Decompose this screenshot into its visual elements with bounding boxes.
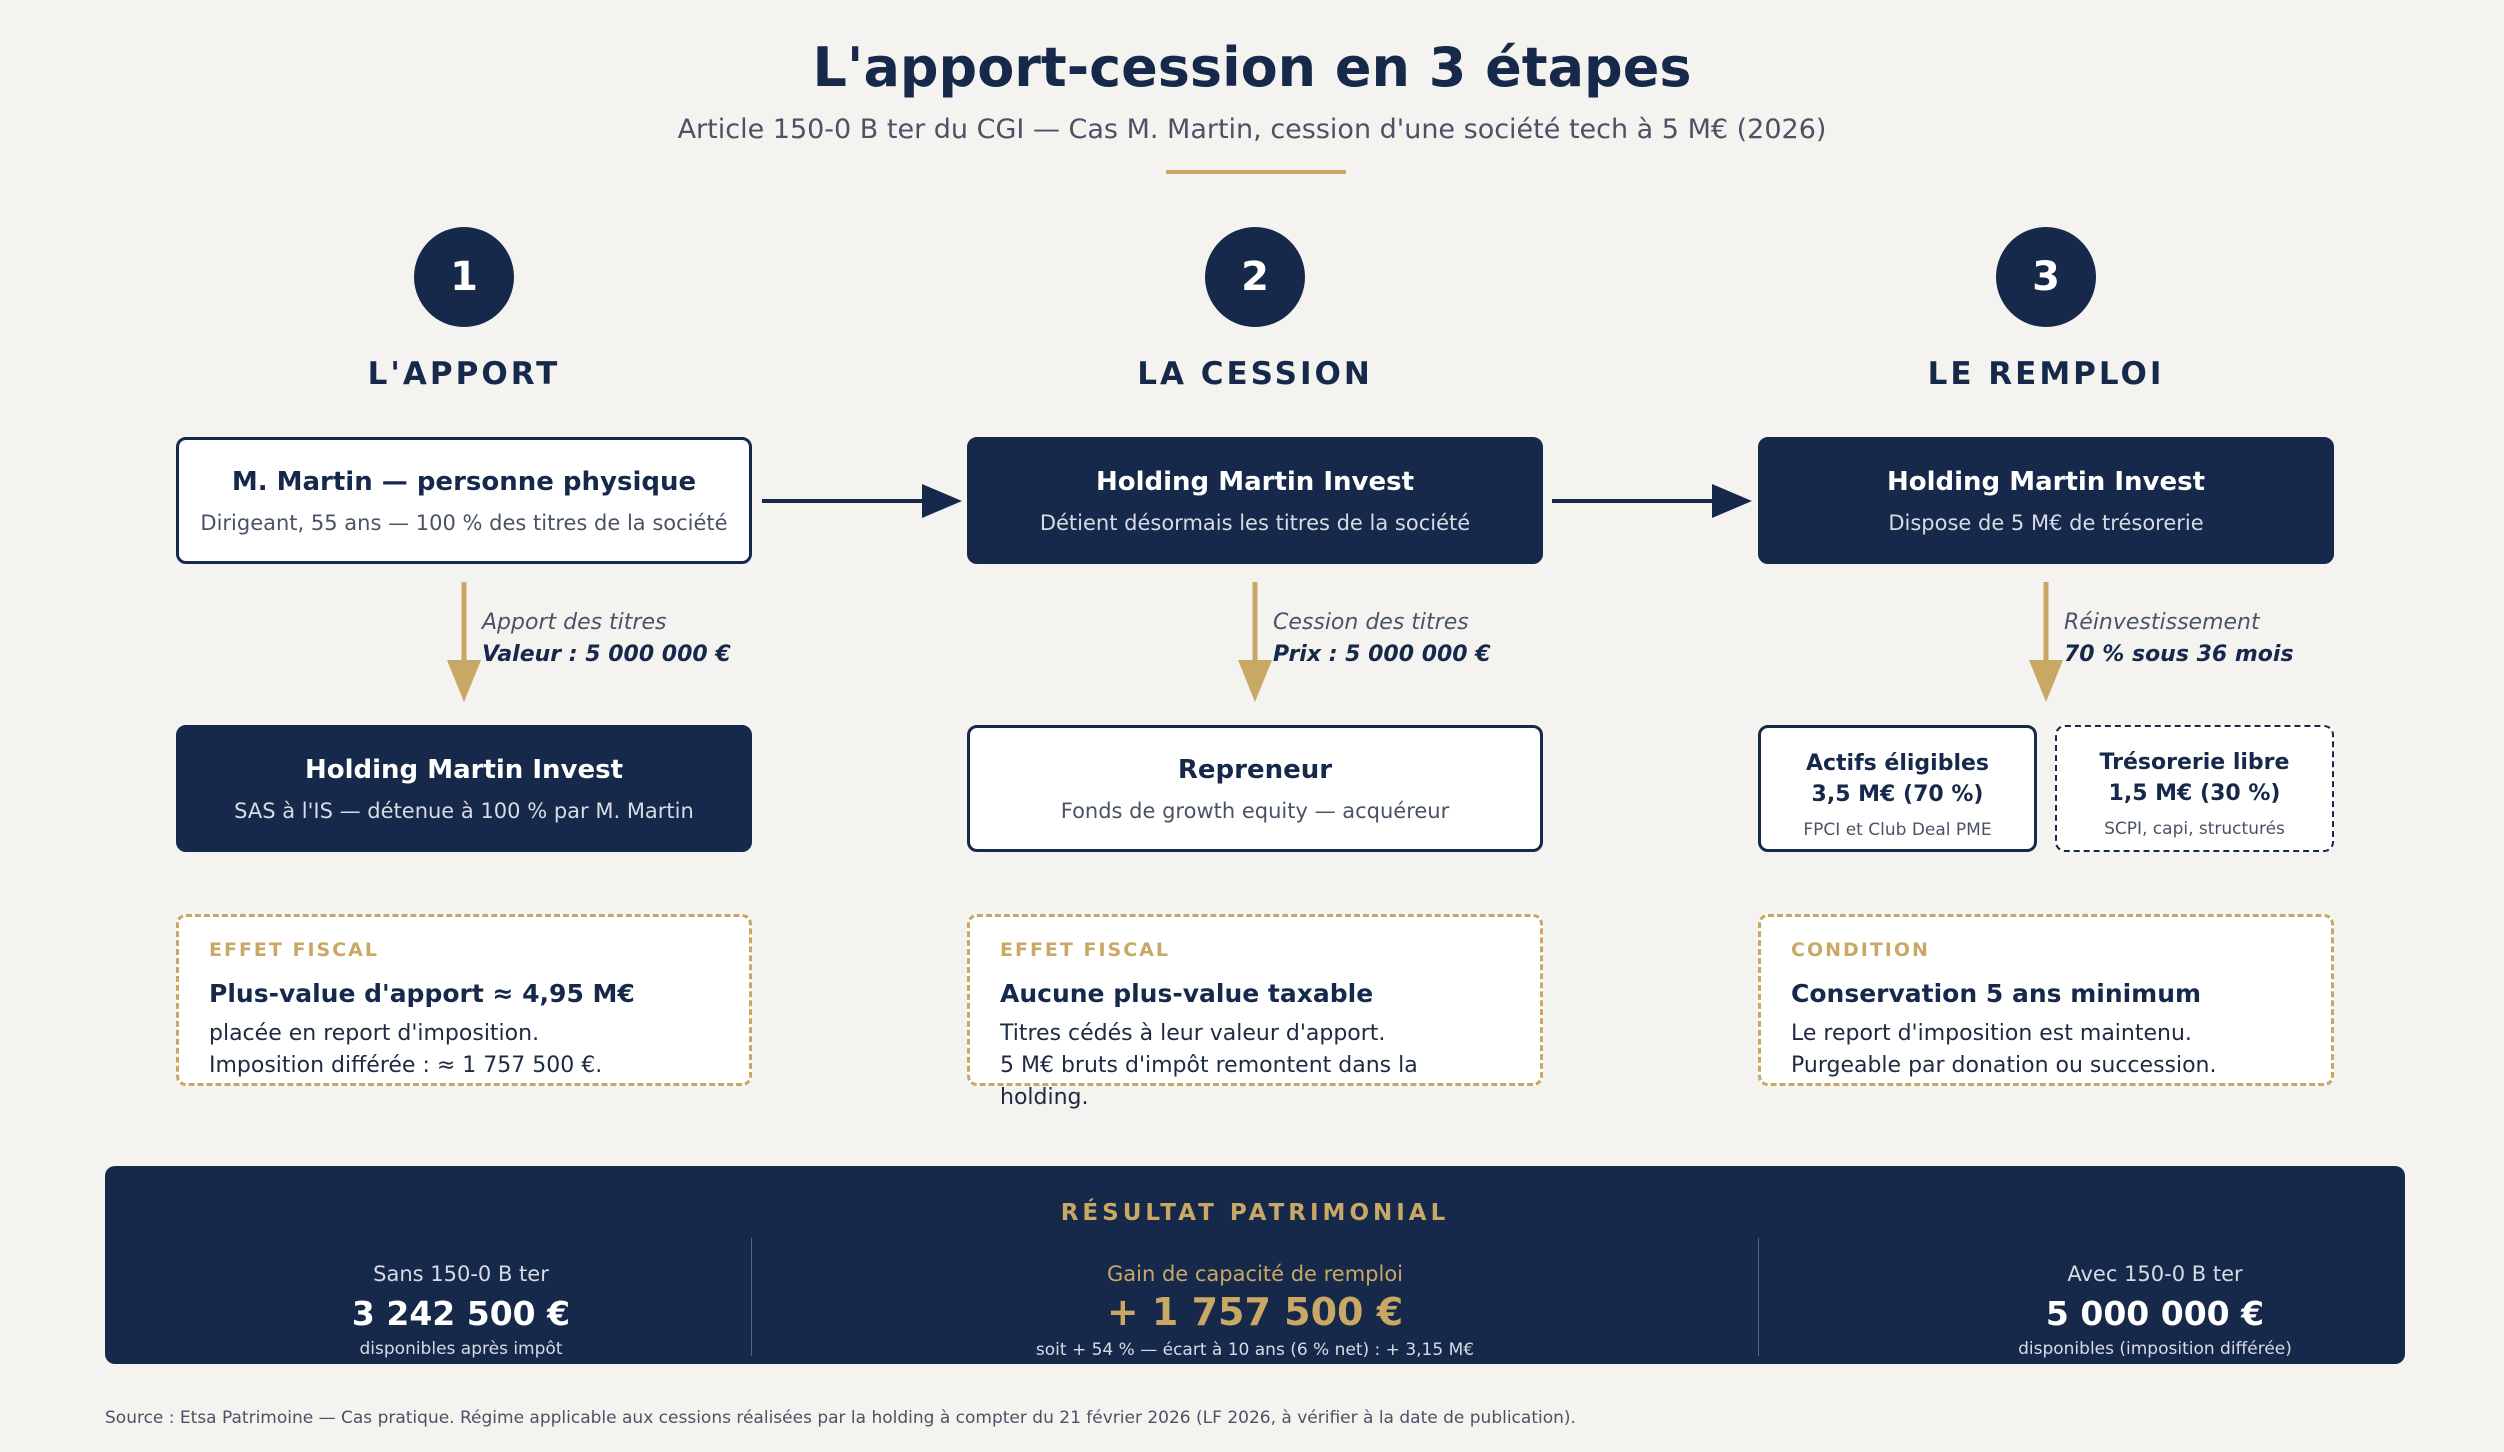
box-title: M. Martin — personne physique xyxy=(231,466,697,497)
split-box-note: SCPI, capi, structurés xyxy=(2104,819,2285,839)
arrow-label-step-1: Apport des titres Valeur : 5 000 000 € xyxy=(482,607,731,671)
box-title: Repreneur xyxy=(1177,754,1333,785)
result-without-regime: Sans 150-0 B ter 3 242 500 € disponibles… xyxy=(165,1262,757,1359)
split-box-amount: 3,5 M€ (70 %) xyxy=(1811,782,1984,807)
effect-kicker: CONDITION xyxy=(1791,939,1930,961)
box-m-martin: M. Martin — personne physique Dirigeant,… xyxy=(176,437,752,564)
step-title-1: L'APPORT xyxy=(367,356,561,392)
down-arrow-step-2 xyxy=(1238,582,1272,702)
box-subtitle: Dirigeant, 55 ans — 100 % des titres de … xyxy=(200,510,728,535)
result-label: Gain de capacité de remploi xyxy=(1106,1262,1404,1286)
box-title: Holding Martin Invest xyxy=(1886,466,2206,497)
title-divider xyxy=(1166,170,1346,174)
result-note: disponibles après impôt xyxy=(359,1339,563,1359)
arrow-label-step-2: Cession des titres Prix : 5 000 000 € xyxy=(1273,607,1491,671)
split-box-note: FPCI et Club Deal PME xyxy=(1803,820,1992,840)
page-title: L'apport-cession en 3 étapes xyxy=(812,36,1692,99)
box-title: Holding Martin Invest xyxy=(1095,466,1415,497)
arrow-label-value: Prix : 5 000 000 € xyxy=(1273,642,1491,667)
result-label: Avec 150-0 B ter xyxy=(2067,1262,2243,1286)
arrow-label-action: Apport des titres xyxy=(482,610,667,635)
result-gain: Gain de capacité de remploi + 1 757 500 … xyxy=(755,1262,1755,1360)
effect-card-step-2: EFFET FISCAL Aucune plus-value taxable T… xyxy=(967,914,1543,1110)
result-value: 5 000 000 € xyxy=(2045,1294,2265,1333)
split-box-amount: 1,5 M€ (30 %) xyxy=(2108,781,2281,806)
box-repreneur: Repreneur Fonds de growth equity — acqué… xyxy=(967,725,1543,852)
effect-headline: Aucune plus-value taxable xyxy=(1000,979,1374,1008)
result-title: RÉSULTAT PATRIMONIAL xyxy=(1060,1200,1450,1226)
horizontal-arrow-1-to-2 xyxy=(762,484,962,518)
result-note: soit + 54 % — écart à 10 ans (6 % net) :… xyxy=(1035,1340,1475,1360)
step-number-3: 3 xyxy=(1996,227,2096,327)
result-banner: RÉSULTAT PATRIMONIAL Sans 150-0 B ter 3 … xyxy=(105,1166,2405,1364)
step-title-2: LA CESSION xyxy=(1137,356,1373,392)
effect-line: placée en report d'imposition. xyxy=(209,1021,540,1046)
box-subtitle: Dispose de 5 M€ de trésorerie xyxy=(1888,510,2204,535)
effect-kicker: EFFET FISCAL xyxy=(1000,939,1170,961)
effect-headline: Plus-value d'apport ≈ 4,95 M€ xyxy=(209,979,635,1008)
box-subtitle: SAS à l'IS — détenue à 100 % par M. Mart… xyxy=(234,798,694,823)
effect-headline: Conservation 5 ans minimum xyxy=(1791,979,2202,1008)
result-divider xyxy=(751,1238,752,1356)
effect-line: 5 M€ bruts d'impôt remontent dans la hol… xyxy=(1000,1053,1418,1110)
result-divider xyxy=(1758,1238,1759,1356)
source-footnote: Source : Etsa Patrimoine — Cas pratique.… xyxy=(105,1408,1576,1428)
effect-card-step-3: CONDITION Conservation 5 ans minimum Le … xyxy=(1758,914,2334,1086)
arrow-label-action: Réinvestissement xyxy=(2064,610,2260,635)
effect-line: Le report d'imposition est maintenu. xyxy=(1791,1021,2192,1046)
result-value: + 1 757 500 € xyxy=(1106,1290,1404,1334)
step-title-3: LE REMPLOI xyxy=(1927,356,2165,392)
split-box-title: Actifs éligibles xyxy=(1805,751,1990,776)
effect-kicker: EFFET FISCAL xyxy=(209,939,379,961)
result-value: 3 242 500 € xyxy=(351,1294,571,1333)
down-arrow-step-3 xyxy=(2029,582,2063,702)
result-note: disponibles (imposition différée) xyxy=(2018,1339,2292,1359)
page-subtitle: Article 150-0 B ter du CGI — Cas M. Mart… xyxy=(677,114,1827,145)
arrow-label-action: Cession des titres xyxy=(1273,610,1469,635)
result-label: Sans 150-0 B ter xyxy=(373,1262,549,1286)
arrow-label-step-3: Réinvestissement 70 % sous 36 mois xyxy=(2064,607,2294,671)
box-holding-step-1: Holding Martin Invest SAS à l'IS — déten… xyxy=(176,725,752,852)
split-box-title: Trésorerie libre xyxy=(2099,750,2290,775)
box-title: Holding Martin Invest xyxy=(304,754,624,785)
result-with-regime: Avec 150-0 B ter 5 000 000 € disponibles… xyxy=(1895,1262,2415,1359)
arrow-label-value: Valeur : 5 000 000 € xyxy=(482,642,731,667)
box-holding-step-2: Holding Martin Invest Détient désormais … xyxy=(967,437,1543,564)
effect-card-step-1: EFFET FISCAL Plus-value d'apport ≈ 4,95 … xyxy=(176,914,752,1086)
box-subtitle: Détient désormais les titres de la socié… xyxy=(1039,510,1471,535)
horizontal-arrow-2-to-3 xyxy=(1552,484,1752,518)
step-number-2: 2 xyxy=(1205,227,1305,327)
box-subtitle: Fonds de growth equity — acquéreur xyxy=(1060,798,1450,823)
box-tresorerie-libre: Trésorerie libre 1,5 M€ (30 %) SCPI, cap… xyxy=(2055,725,2334,852)
effect-line: Titres cédés à leur valeur d'apport. xyxy=(1000,1021,1386,1046)
effect-line: Imposition différée : ≈ 1 757 500 €. xyxy=(209,1053,603,1078)
arrow-label-value: 70 % sous 36 mois xyxy=(2064,642,2294,667)
box-holding-step-3: Holding Martin Invest Dispose de 5 M€ de… xyxy=(1758,437,2334,564)
step-number-1: 1 xyxy=(414,227,514,327)
down-arrow-step-1 xyxy=(447,582,481,702)
effect-line: Purgeable par donation ou succession. xyxy=(1791,1053,2217,1078)
box-actifs-eligibles: Actifs éligibles 3,5 M€ (70 %) FPCI et C… xyxy=(1758,725,2037,852)
